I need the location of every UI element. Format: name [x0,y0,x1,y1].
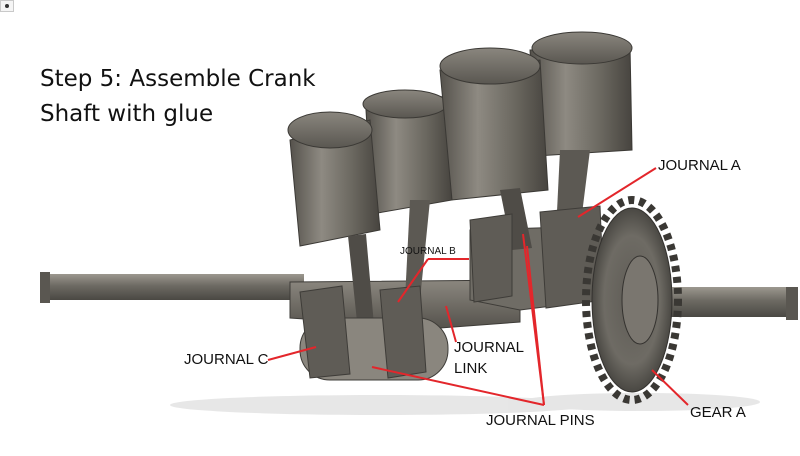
step-title: Step 5: Assemble Crank Shaft with glue [40,62,316,132]
leader-lines [267,167,689,406]
step-title-line-2: Shaft with glue [40,101,214,127]
step-title-line-1: Step 5: Assemble Crank [40,66,316,92]
label-journal-pins: JOURNAL PINS [486,412,595,429]
label-journal-a: JOURNAL A [658,157,741,174]
journal-c [299,285,449,381]
label-journal-link-line-2: LINK [454,360,488,377]
piston-back-right [529,31,633,232]
label-journal-c: JOURNAL C [184,351,269,368]
gear-a [582,196,682,404]
label-gear-a: GEAR A [690,404,746,421]
label-journal-b: JOURNAL B [400,246,456,257]
label-journal-link-line-1: JOURNAL [454,339,525,356]
ground-shadow [170,393,760,415]
window-menu-icon[interactable] [0,0,14,12]
journal-b [469,213,513,303]
piston-back-left [362,89,453,300]
